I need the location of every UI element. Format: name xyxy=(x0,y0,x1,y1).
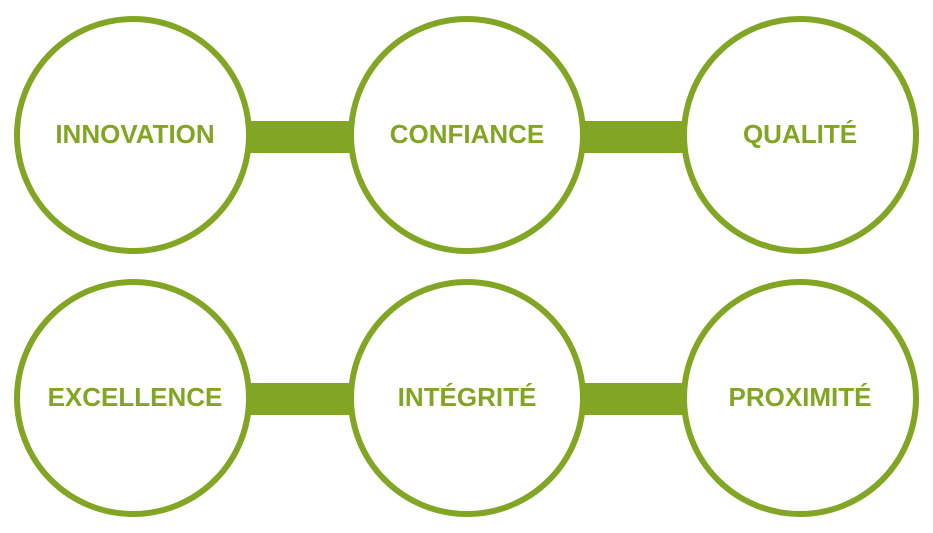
connector-bar xyxy=(250,383,352,415)
value-label: EXCELLENCE xyxy=(48,382,223,412)
value-circle xyxy=(348,279,586,517)
value-label: QUALITÉ xyxy=(743,119,857,149)
connector-bar xyxy=(583,383,685,415)
value-label: INTÉGRITÉ xyxy=(398,382,537,412)
value-circle xyxy=(14,16,252,254)
value-label: CONFIANCE xyxy=(390,119,545,149)
value-node: CONFIANCE xyxy=(348,16,586,254)
value-label: INNOVATION xyxy=(55,119,214,149)
value-node: INTÉGRITÉ xyxy=(348,279,586,517)
value-node: PROXIMITÉ xyxy=(681,279,919,517)
value-node: EXCELLENCE xyxy=(14,279,252,517)
value-label: PROXIMITÉ xyxy=(728,382,871,412)
connector-bar xyxy=(250,121,352,153)
value-circle xyxy=(681,16,919,254)
value-circle xyxy=(681,279,919,517)
value-circle xyxy=(14,279,252,517)
connector-bar xyxy=(583,121,685,153)
value-node: INNOVATION xyxy=(14,16,252,254)
value-circle xyxy=(348,16,586,254)
value-node: QUALITÉ xyxy=(681,16,919,254)
